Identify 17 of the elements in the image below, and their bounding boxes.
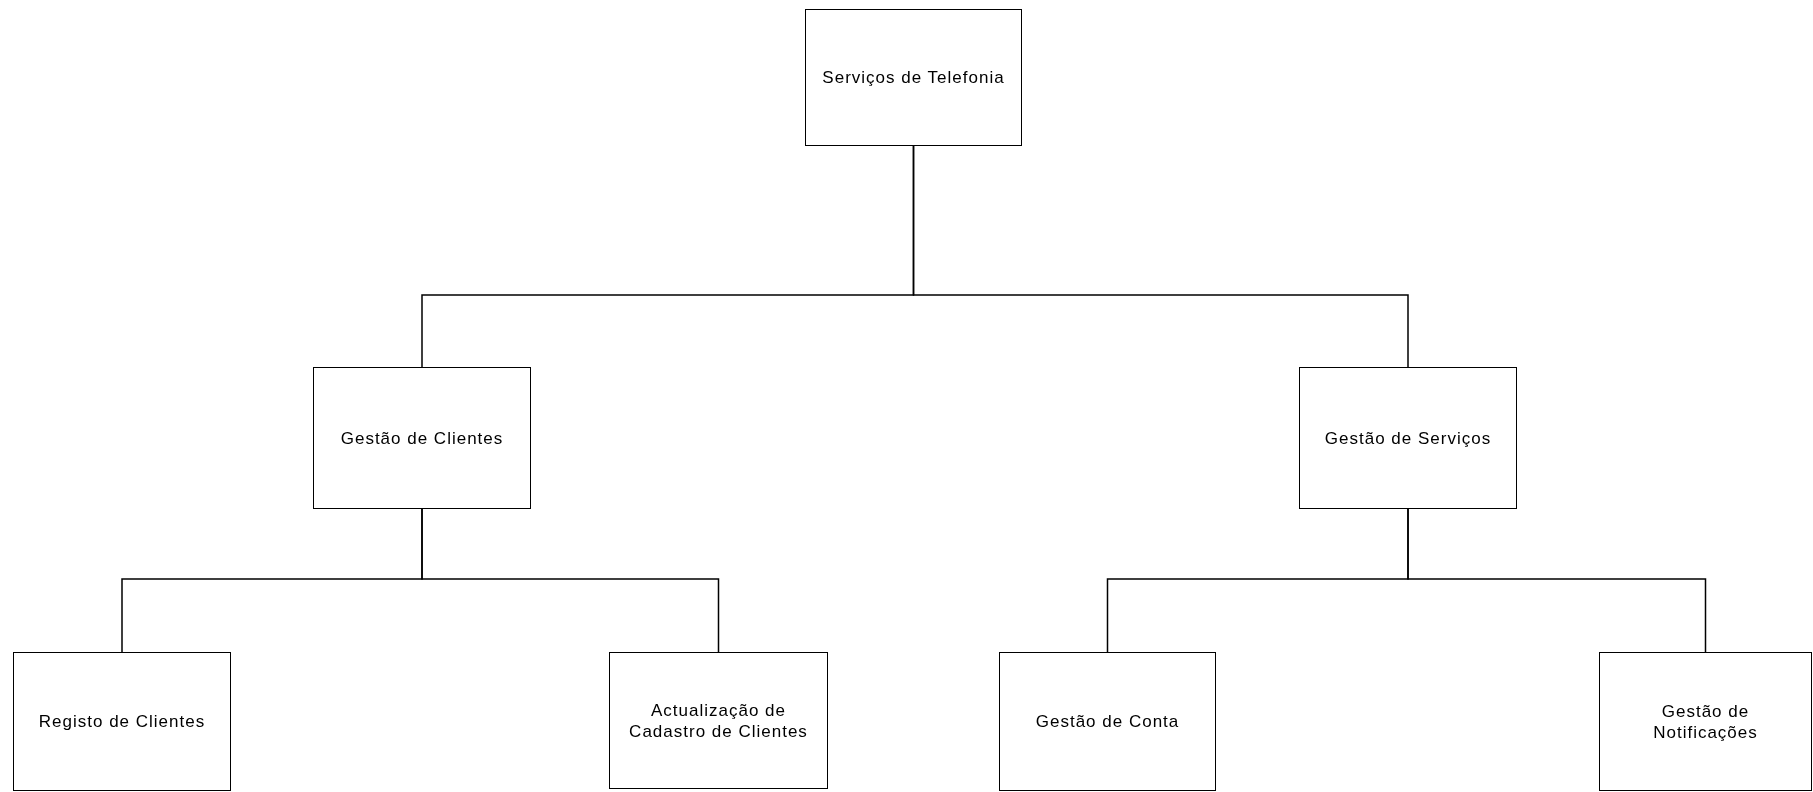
- process-box: [313, 367, 531, 509]
- box-label: Gestão de Conta: [1035, 711, 1180, 732]
- box-label: Actualização de Cadastro de Clientes: [628, 699, 809, 742]
- process-box: [1299, 367, 1517, 509]
- connector-line: [421, 508, 720, 653]
- box-label: Registo de Clientes: [38, 711, 206, 732]
- process-box: [805, 9, 1022, 146]
- connector-line: [1407, 508, 1707, 653]
- process-box: [999, 652, 1216, 791]
- box-label: Serviços de Telefonia: [822, 67, 1005, 88]
- process-box: [609, 652, 828, 789]
- box-label: Gestão de Clientes: [340, 427, 504, 449]
- box-label: Gestão de Notificações: [1652, 700, 1759, 743]
- process-box: [13, 652, 231, 791]
- box-label: Gestão de Serviços: [1324, 427, 1492, 449]
- process-box: [1599, 652, 1812, 791]
- connector-line: [912, 145, 1409, 368]
